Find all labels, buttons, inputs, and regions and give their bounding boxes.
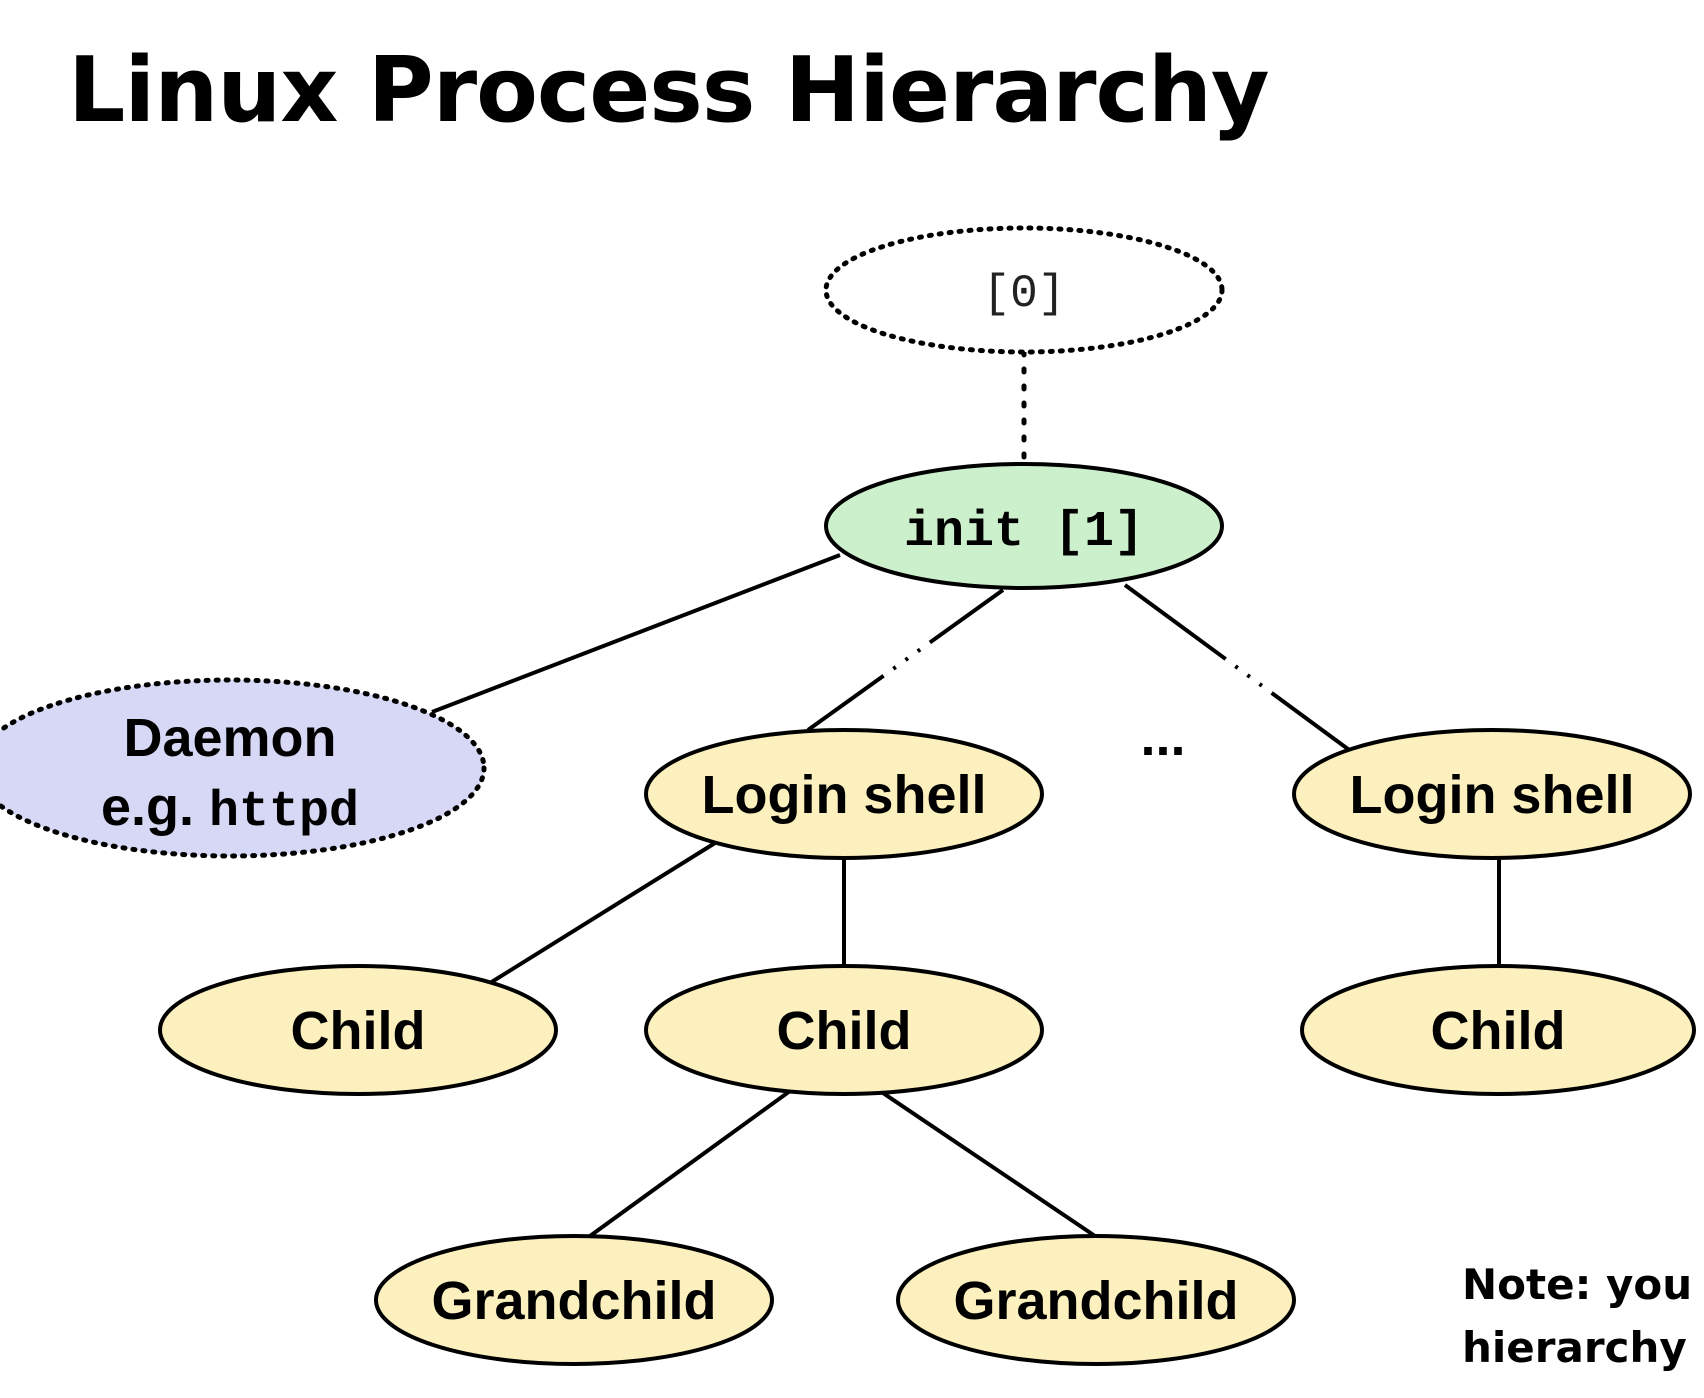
node-init-label: init [1] xyxy=(904,504,1144,561)
edge-init-login-right xyxy=(1123,583,1354,754)
node-child-right: Child xyxy=(1300,964,1696,1096)
node-child-left-shape xyxy=(158,964,558,1096)
node-root-shape xyxy=(823,225,1225,355)
edge-init-login-left xyxy=(806,588,1005,732)
edge-init-daemon xyxy=(431,553,841,714)
node-login-shell-left: Login shell xyxy=(644,728,1044,860)
node-root: [0] xyxy=(823,225,1225,355)
node-daemon-label: Daemon xyxy=(123,708,336,768)
edge-login-left-child-left xyxy=(488,841,717,985)
note-line-2: hierarchy u xyxy=(1462,1323,1704,1372)
node-init-shape xyxy=(824,462,1224,590)
note-line-1: Note: you c xyxy=(1462,1260,1704,1309)
node-daemon-example-prefix: e.g. xyxy=(101,777,209,837)
slide-title: Linux Process Hierarchy xyxy=(68,38,1270,143)
node-daemon-example-code: httpd xyxy=(209,784,359,841)
node-child-right-label: Child xyxy=(1431,1001,1566,1061)
node-child-middle-shape xyxy=(644,964,1044,1096)
edge-child-grandchild-left xyxy=(588,1089,792,1238)
node-grandchild-right-shape xyxy=(896,1234,1296,1366)
node-grandchild-right: Grandchild xyxy=(896,1234,1296,1366)
node-init: init [1] xyxy=(824,462,1224,590)
node-grandchild-left-shape xyxy=(374,1234,774,1366)
node-grandchild-left: Grandchild xyxy=(374,1234,774,1366)
node-login-shell-right-shape xyxy=(1292,728,1692,860)
node-daemon: Daemon e.g. httpd xyxy=(0,677,487,859)
node-root-label: [0] xyxy=(983,268,1066,320)
node-login-shell-right-label: Login shell xyxy=(1349,765,1634,825)
node-child-right-shape xyxy=(1300,964,1696,1096)
siblings-ellipsis: ... xyxy=(1140,707,1185,767)
node-daemon-example: e.g. httpd xyxy=(101,777,359,841)
node-grandchild-right-label: Grandchild xyxy=(953,1271,1238,1331)
node-child-middle: Child xyxy=(644,964,1044,1096)
node-grandchild-left-label: Grandchild xyxy=(431,1271,716,1331)
node-login-shell-left-label: Login shell xyxy=(701,765,986,825)
node-child-left-label: Child xyxy=(291,1001,426,1061)
tree-edges xyxy=(431,349,1501,1238)
node-daemon-shape xyxy=(0,677,487,859)
node-login-shell-left-shape xyxy=(644,728,1044,860)
node-child-middle-label: Child xyxy=(777,1001,912,1061)
node-child-left: Child xyxy=(158,964,558,1096)
node-login-shell-right: Login shell xyxy=(1292,728,1692,860)
edge-child-grandchild-right xyxy=(878,1089,1097,1238)
